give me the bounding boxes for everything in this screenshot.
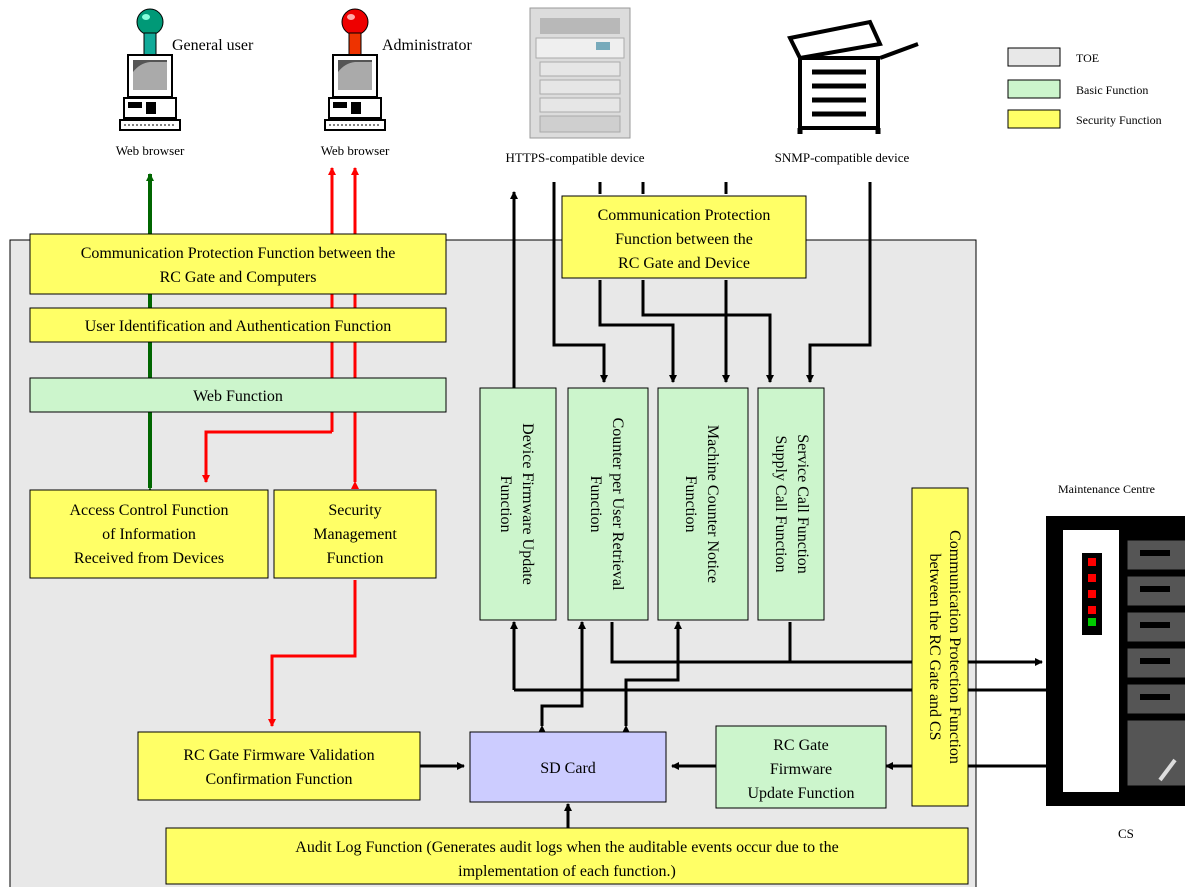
fw-validation-line-1: RC Gate Firmware Validation <box>183 747 374 764</box>
user-auth-line-1: User Identification and Authentication F… <box>85 318 392 335</box>
machine-counter-box <box>657 387 749 621</box>
https-device-label: HTTPS-compatible device <box>506 150 645 165</box>
web-browser-user-label: Web browser <box>116 143 185 158</box>
comm-computers-box <box>29 233 447 295</box>
web-function-line-1: Web Function <box>193 388 283 405</box>
counter-user-line-2: Function <box>587 476 604 533</box>
comm-cs-box <box>911 487 969 807</box>
comm-computers-line-2: RC Gate and Computers <box>160 269 317 286</box>
legend-basic-swatch <box>1007 79 1061 99</box>
rc-fw-update-line-1: RC Gate <box>773 737 829 754</box>
sd-card-box <box>469 731 667 803</box>
web-browser-admin-label: Web browser <box>321 143 390 158</box>
access-control-box <box>29 489 269 579</box>
access-control-line-3: Received from Devices <box>74 550 224 567</box>
security-mgmt-box <box>273 489 437 579</box>
administrator-label: Administrator <box>382 37 472 54</box>
legend-security-swatch <box>1007 109 1061 129</box>
comm-device-line-3: RC Gate and Device <box>618 255 750 272</box>
security-mgmt-line-1: Security <box>328 502 381 519</box>
legend-toe-swatch <box>1007 47 1061 67</box>
counter-user-box <box>567 387 649 621</box>
snmp-device-icon <box>787 19 919 134</box>
comm-computers-line-1: Communication Protection Function betwee… <box>81 245 396 262</box>
machine-counter-line-1: Machine Counter Notice <box>704 425 721 583</box>
machine-counter-line-2: Function <box>682 476 699 533</box>
general-user-computer-icon <box>119 8 181 131</box>
administrator-computer-icon <box>324 8 386 131</box>
rc-fw-update-line-3: Update Function <box>747 785 854 802</box>
fw-validation-box <box>137 731 421 801</box>
legend: TOE Basic Function Security Function <box>1007 47 1162 129</box>
legend-security-label: Security Function <box>1076 113 1162 127</box>
https-device-icon <box>529 7 631 139</box>
audit-log-line-2: implementation of each function.) <box>458 863 676 880</box>
user-auth-box <box>29 307 447 343</box>
comm-cs-line-1: Communication Protection Function <box>946 530 963 764</box>
service-call-box <box>757 387 825 621</box>
rc-fw-update-line-2: Firmware <box>770 761 832 778</box>
comm-device-box <box>561 195 807 279</box>
counter-user-line-1: Counter per User Retrieval <box>609 418 626 591</box>
access-control-line-2: of Information <box>102 526 196 543</box>
snmp-device-label: SNMP-compatible device <box>775 150 910 165</box>
cs-server-icon <box>1046 516 1185 806</box>
sd-card-label: SD Card <box>540 760 596 777</box>
device-fw-update-line-2: Function <box>497 476 514 533</box>
general-user-label: General user <box>172 37 254 54</box>
device-fw-update-line-1: Device Firmware Update <box>519 423 536 585</box>
cs-label: CS <box>1118 826 1134 841</box>
audit-log-line-1: Audit Log Function (Generates audit logs… <box>295 839 838 856</box>
rc-fw-update-box <box>715 725 887 809</box>
security-mgmt-line-2: Management <box>313 526 397 543</box>
legend-basic-label: Basic Function <box>1076 83 1148 97</box>
service-call-line-1: Service Call Function <box>794 434 811 574</box>
comm-device-line-1: Communication Protection <box>598 207 771 224</box>
device-fw-update-box <box>479 387 557 621</box>
security-mgmt-line-3: Function <box>327 550 384 567</box>
comm-device-line-2: Function between the <box>615 231 753 248</box>
audit-log-box <box>165 827 969 885</box>
service-call-line-2: Supply Call Function <box>772 436 789 573</box>
comm-cs-line-2: between the RC Gate and CS <box>926 553 943 740</box>
web-function-box <box>29 377 447 413</box>
maintenance-centre-label: Maintenance Centre <box>1058 482 1155 496</box>
fw-validation-line-2: Confirmation Function <box>205 771 352 788</box>
access-control-line-1: Access Control Function <box>69 502 228 519</box>
legend-toe-label: TOE <box>1076 51 1099 65</box>
